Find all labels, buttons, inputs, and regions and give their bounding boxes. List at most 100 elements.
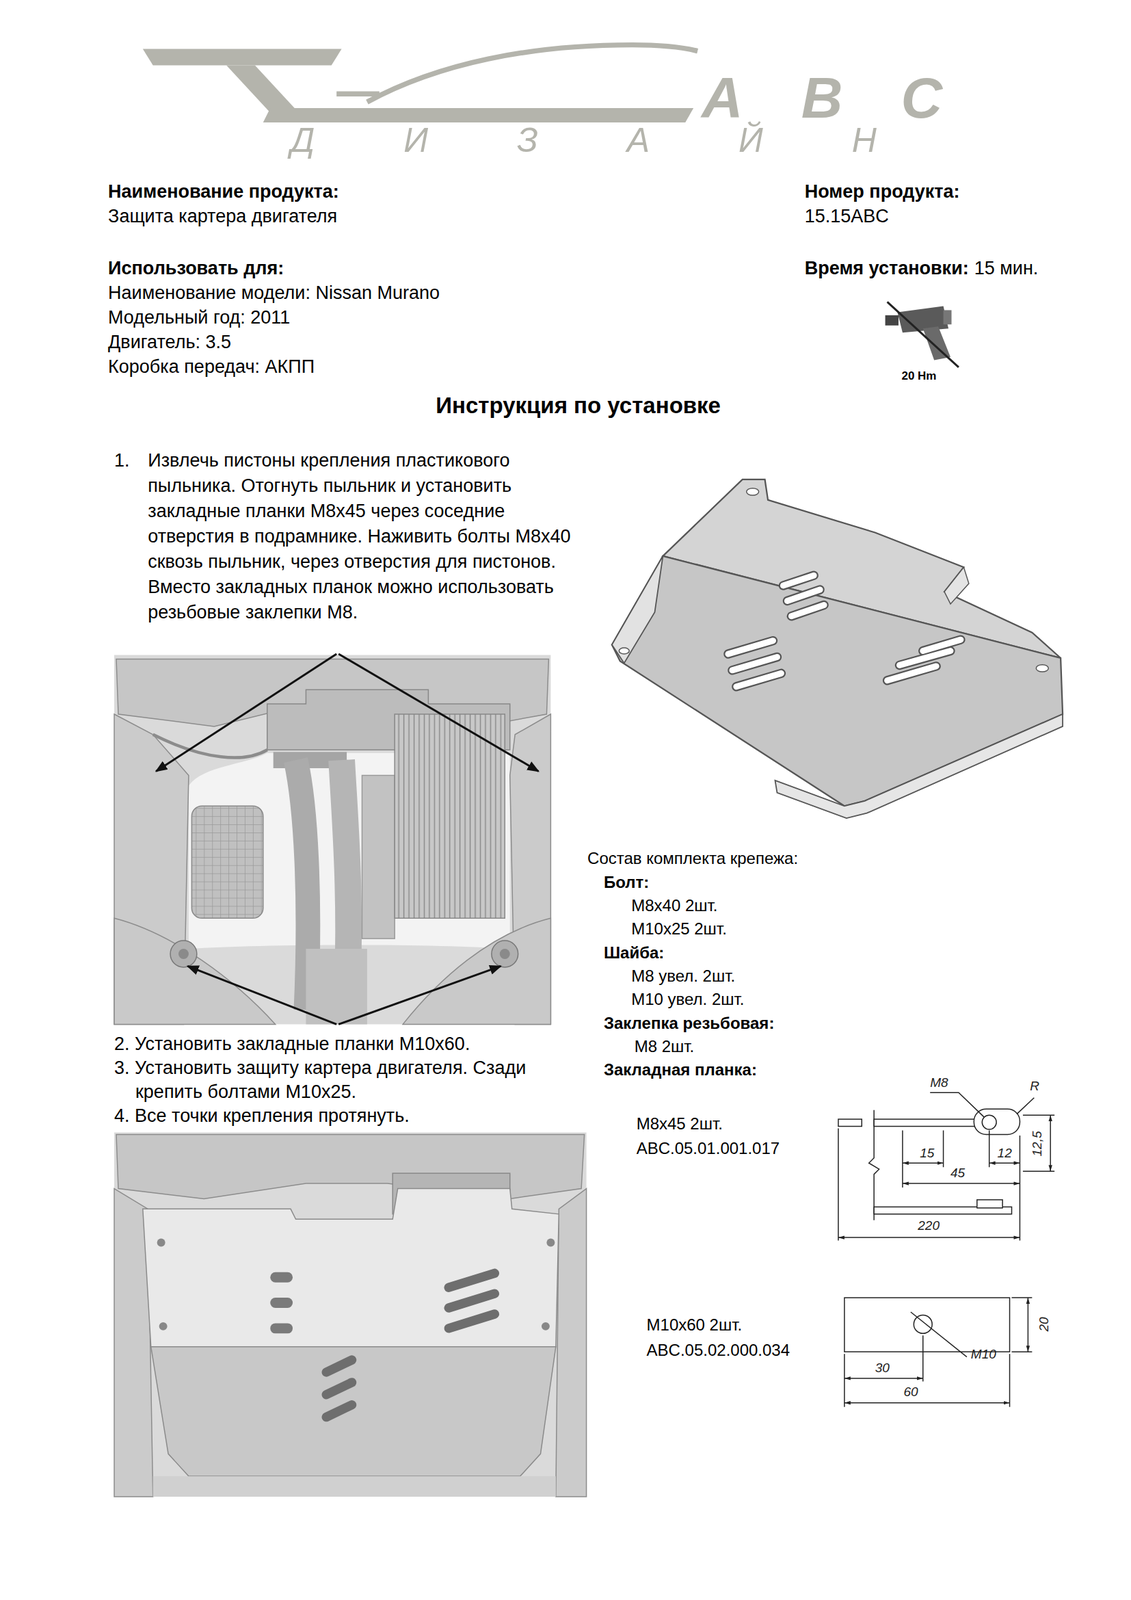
dimension-label: R: [1029, 1079, 1040, 1093]
part-3d-view: [944, 566, 969, 604]
field-value: Защита картера двигателя: [108, 203, 338, 229]
installed-guard-photo: [546, 1238, 555, 1247]
plank-drawing: [989, 1161, 1021, 1163]
installed-guard-photo: [270, 1271, 293, 1283]
part-3d-view: [611, 479, 1063, 818]
installed-guard-photo: [326, 1272, 495, 1417]
kit-item: M10x25 2шт.: [631, 917, 727, 940]
underbody-photo: [153, 734, 268, 758]
field-value: Двигатель: 3.5: [108, 329, 232, 355]
kit-item: M8 2шт.: [634, 1035, 695, 1058]
plank-drawing: [1049, 1114, 1051, 1171]
kit-heading: Шайба:: [603, 941, 664, 964]
underbody-photo: [191, 805, 263, 918]
plank-drawing: [838, 1092, 1055, 1240]
instruction-text: Вместо закладных планок можно использова…: [147, 574, 587, 625]
instruction-text: 2. Установить закладные планки M10x60.: [114, 1031, 553, 1056]
part-3d-view: [746, 488, 760, 496]
dimension-label: 20: [1037, 1316, 1051, 1331]
dimension-label: 15: [919, 1146, 935, 1160]
part-3d-view: [887, 639, 961, 681]
underbody-photo: [394, 713, 505, 918]
field-value: Коробка передач: АКПП: [108, 354, 315, 379]
field-label: Время установки:: [804, 255, 969, 281]
underbody-photo: [402, 917, 551, 1024]
field-value: Модельный год: 2011: [108, 304, 290, 330]
part-3d-view: [1035, 664, 1049, 672]
dimension-label: 30: [875, 1360, 890, 1375]
plank-drawing: [929, 1092, 984, 1117]
part-3d-view: [611, 555, 1063, 806]
part-3d-view: [728, 575, 961, 687]
field-label: Использовать для:: [108, 255, 284, 281]
impact-wrench-icon: [885, 315, 899, 326]
installed-guard-photo: [142, 1188, 560, 1347]
plank-drawing: [902, 1161, 944, 1163]
kit-item: M8x45 2шт.: [636, 1112, 723, 1135]
installed-guard-photo: [555, 1188, 587, 1497]
dimension-label: M10: [970, 1347, 997, 1361]
company-logo: [142, 45, 698, 123]
plank-drawing: [977, 1199, 1003, 1208]
leader-arrow: [155, 653, 337, 772]
part-3d-view: [618, 647, 630, 654]
plank-drawing: [838, 1118, 862, 1126]
torque-label: 20 Hm: [901, 369, 937, 383]
instruction-text: Извлечь пистоны крепления пластикового п…: [147, 447, 587, 575]
impact-wrench-icon: [885, 301, 959, 367]
instruction-text: 3. Установить защиту картера двигателя. …: [114, 1055, 553, 1104]
leader-arrow: [338, 653, 539, 772]
installed-guard-photo: [151, 1346, 556, 1476]
kit-heading: Заклепка резьбовая:: [603, 1012, 775, 1034]
plank-drawing: [910, 1311, 967, 1357]
dimension-label: 45: [950, 1165, 965, 1180]
logo-text: ABC: [701, 69, 1001, 127]
installed-guard-photo: [116, 1133, 585, 1199]
part-3d-view: [728, 640, 782, 687]
instruction-text: 4. Все точки крепления протянуть.: [114, 1103, 553, 1128]
installed-guard-photo: [448, 1272, 495, 1328]
leader-arrow: [338, 965, 501, 1024]
company-logo: [142, 49, 342, 66]
part-3d-view: [774, 713, 1063, 818]
part-3d-view: [782, 575, 824, 617]
installed-guard-photo: [159, 1321, 168, 1330]
kit-item: M10 увел. 2шт.: [631, 988, 744, 1010]
installed-guard-photo: [326, 1359, 352, 1417]
part-code: ABC.05.01.001.017: [636, 1137, 781, 1160]
underbody-photo: [170, 940, 197, 967]
part-3d-view: [782, 575, 824, 617]
plank-drawing: [913, 1314, 933, 1333]
heading: Инструкция по установке: [435, 391, 721, 420]
underbody-photo: [499, 948, 511, 959]
part-3d-view: [611, 555, 664, 664]
step-number: 1.: [114, 447, 130, 474]
kit-item: M8x40 2шт.: [631, 894, 718, 917]
field-value: 15.15ABC: [804, 203, 889, 229]
installed-guard-photo: [157, 1238, 166, 1247]
impact-wrench-icon: [943, 309, 952, 325]
kit-heading: Закладная планка:: [603, 1058, 757, 1081]
underbody-photo: [178, 948, 189, 959]
underbody-photo: [114, 655, 551, 1025]
plank-drawing: [844, 1334, 1010, 1406]
dimension-label: 12,5: [1030, 1130, 1045, 1156]
dimension-label: M8: [929, 1075, 948, 1090]
installed-guard-photo: [153, 1475, 556, 1497]
kit-heading: Состав комплекта крепежа:: [587, 847, 798, 870]
kit-item: M8 увел. 2шт.: [631, 964, 736, 987]
plank-drawing: [844, 1401, 1010, 1403]
plank-drawing: [1027, 1297, 1029, 1352]
installed-guard-photo: [270, 1322, 293, 1333]
underbody-photo: [114, 655, 551, 1025]
part-3d-view: [728, 575, 961, 687]
part-3d-view: [887, 639, 961, 681]
plank-drawing: [973, 1108, 1020, 1134]
field-value: Наименование модели: Nissan Murano: [108, 280, 440, 305]
plank-drawing: [844, 1377, 924, 1378]
field-label: Наименование продукта:: [108, 179, 340, 204]
installed-guard-photo: [114, 1131, 587, 1496]
plank-drawing: [902, 1182, 1021, 1183]
